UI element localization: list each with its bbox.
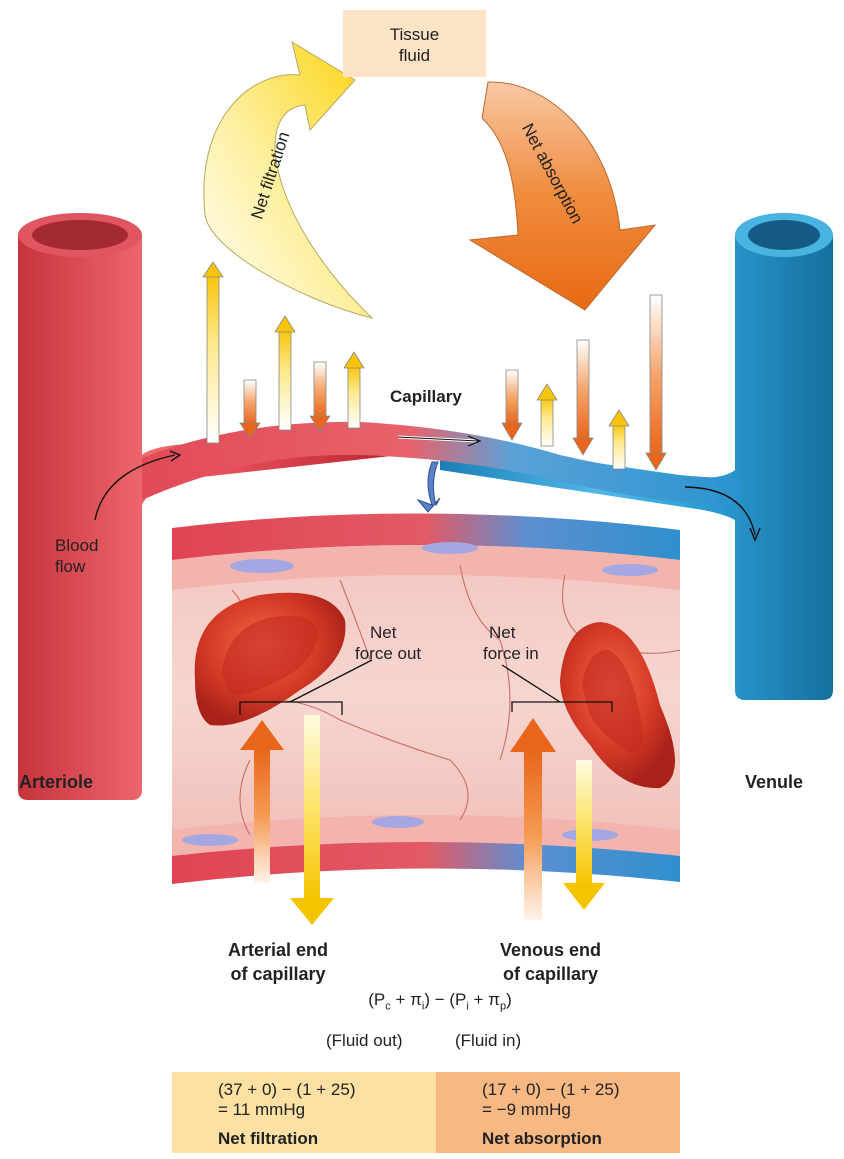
- net-force-out-line2: force out: [355, 644, 421, 663]
- fluid-in-label: (Fluid in): [455, 1031, 521, 1051]
- net-force-in-label: Net force in: [483, 622, 539, 664]
- arteriole-label: Arteriole: [19, 772, 93, 793]
- net-force-out-label: Net force out: [355, 622, 421, 664]
- formula-part: ): [506, 990, 512, 1009]
- arterial-end-label: Arterial end of capillary: [228, 938, 328, 986]
- blood-flow-label: Blood flow: [55, 535, 98, 577]
- net-filtration-arrow: [204, 42, 372, 318]
- venous-end-line2: of capillary: [503, 964, 598, 984]
- venule-label: Venule: [745, 772, 803, 793]
- filtration-label: Net filtration: [172, 1129, 436, 1149]
- venous-side-arrows: [502, 295, 666, 470]
- arterial-end-line1: Arterial end: [228, 940, 328, 960]
- blood-flow-line1: Blood: [55, 536, 98, 555]
- net-force-in-line1: Net: [483, 623, 515, 642]
- absorption-result: = −9 mmHg: [436, 1100, 680, 1120]
- zoom-pointer-arrow: [418, 462, 440, 512]
- formula-part: + π: [469, 990, 500, 1009]
- filtration-result: = 11 mmHg: [172, 1100, 436, 1120]
- net-force-out-line1: Net: [355, 623, 396, 642]
- fluid-out-label: (Fluid out): [326, 1031, 403, 1051]
- formula-part: + π: [391, 990, 422, 1009]
- venous-end-line1: Venous end: [500, 940, 601, 960]
- net-absorption-panel: (17 + 0) − (1 + 25) = −9 mmHg Net absorp…: [436, 1072, 680, 1153]
- net-filtration-panel: (37 + 0) − (1 + 25) = 11 mmHg Net filtra…: [172, 1072, 436, 1153]
- absorption-expression: (17 + 0) − (1 + 25): [436, 1080, 680, 1100]
- capillary-label: Capillary: [390, 386, 462, 407]
- absorption-label: Net absorption: [436, 1129, 680, 1149]
- tissue-fluid-line1: Tissue: [343, 24, 486, 45]
- formula-part: ) − (P: [424, 990, 466, 1009]
- tissue-fluid-line2: fluid: [343, 45, 486, 66]
- arterial-end-line2: of capillary: [230, 964, 325, 984]
- filtration-expression: (37 + 0) − (1 + 25): [172, 1080, 436, 1100]
- net-force-in-line2: force in: [483, 644, 539, 663]
- blood-flow-line2: flow: [55, 557, 85, 576]
- formula-part: (P: [368, 990, 385, 1009]
- tissue-fluid-box: Tissue fluid: [343, 10, 486, 77]
- starling-formula: (Pc + πi) − (Pi + πp): [310, 990, 570, 1012]
- venous-end-label: Venous end of capillary: [500, 938, 601, 986]
